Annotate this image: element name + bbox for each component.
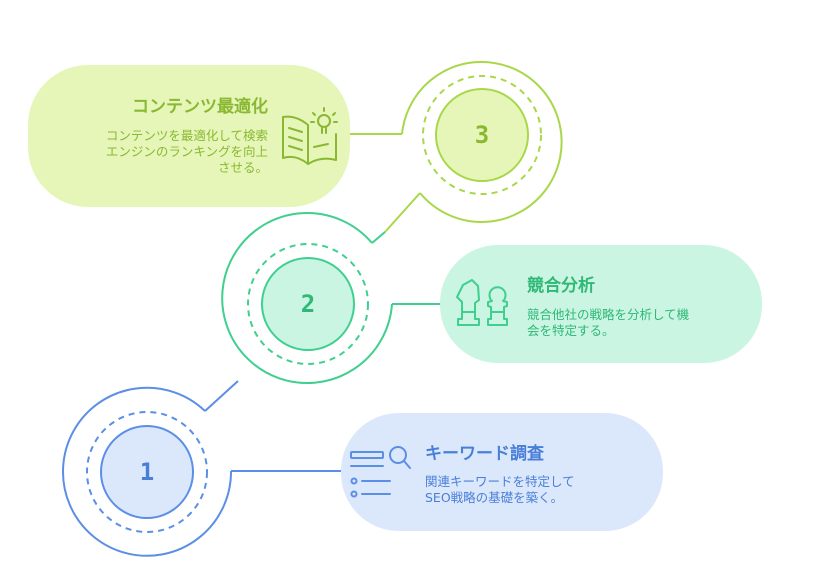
step-1-node (62, 380, 341, 557)
step-1-card-bg (341, 413, 663, 531)
step-3-node (350, 60, 563, 233)
step-2-card-bg (440, 245, 762, 363)
step-3-desc-line: させる。 (217, 160, 268, 175)
step-2-card: 競合分析 競合他社の戦略を分析して機 会を特定する。 (440, 245, 762, 363)
step-3-card: コンテンツ最適化 コンテンツを最適化して検索 エンジンのランキングを向上 させる… (28, 65, 350, 207)
step-1-desc-line: 関連キーワードを特定して (425, 474, 575, 489)
step-2-node (221, 212, 440, 384)
step-2-desc-line: 会を特定する。 (527, 323, 615, 338)
step-3-card-bg (28, 65, 350, 207)
step-1-card: キーワード調査 関連キーワードを特定して SEO戦略の基礎を築く。 (341, 413, 663, 531)
step-1-desc-line: SEO戦略の基礎を築く。 (425, 490, 564, 505)
book-lightbulb-icon (282, 107, 338, 165)
step-1-description: 関連キーワードを特定して SEO戦略の基礎を築く。 (425, 474, 575, 506)
step-3-desc-line: コンテンツを最適化して検索 (105, 128, 268, 143)
step-3-title: コンテンツ最適化 (132, 97, 268, 117)
chess-pieces-icon (456, 279, 508, 326)
step-1-number: 1 (139, 458, 155, 486)
step-1-title: キーワード調査 (425, 444, 544, 464)
search-list-icon (350, 446, 411, 498)
step-2-description: 競合他社の戦略を分析して機 会を特定する。 (527, 307, 689, 339)
step-3-desc-line: エンジンのランキングを向上 (105, 144, 268, 159)
step-2-desc-line: 競合他社の戦略を分析して機 (527, 307, 690, 322)
step-3-number: 3 (474, 121, 490, 149)
step-2-number: 2 (300, 290, 316, 318)
step-2-title: 競合分析 (527, 276, 595, 296)
step-3-description: コンテンツを最適化して検索 エンジンのランキングを向上 させる。 (106, 128, 268, 176)
